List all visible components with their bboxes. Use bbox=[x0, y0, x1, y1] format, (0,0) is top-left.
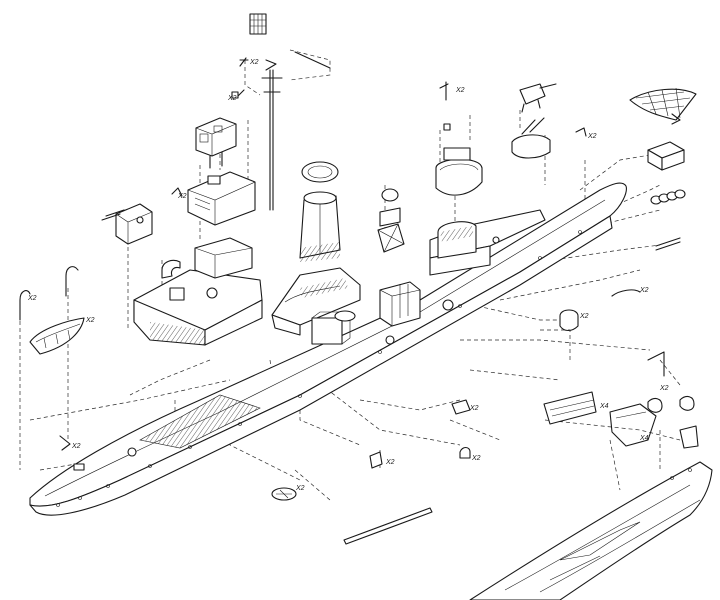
callout-label: X2 bbox=[27, 295, 37, 302]
callout-label: X2 bbox=[177, 193, 187, 200]
part-callouts: X2 X2 X2 X2 X2 X2 X2 X2 X2 X2 X4 X4 X2 X… bbox=[27, 59, 669, 492]
callout-label: X2 bbox=[227, 95, 237, 102]
callout-label: X2 bbox=[85, 317, 95, 324]
radar-antenna bbox=[629, 87, 697, 125]
fire-control-director bbox=[195, 117, 237, 169]
aft-superstructure bbox=[429, 147, 546, 276]
hull-bottom bbox=[469, 461, 713, 600]
deck-fittings bbox=[56, 230, 582, 507]
callout-label: X2 bbox=[587, 133, 597, 140]
callout-label: X2 bbox=[249, 59, 259, 66]
forward-gun-mount bbox=[101, 203, 153, 245]
callout-label: X2 bbox=[639, 287, 649, 294]
callout-label: X2 bbox=[469, 405, 479, 412]
aft-gun-mount bbox=[511, 83, 557, 159]
callout-label: X2 bbox=[385, 459, 395, 466]
callout-label: X2 bbox=[471, 455, 481, 462]
callout-label: X2 bbox=[659, 385, 669, 392]
ships-boat bbox=[29, 317, 85, 355]
midship-deckhouse bbox=[271, 267, 361, 345]
torpedo-tubes bbox=[543, 391, 597, 425]
small-loose-parts bbox=[59, 399, 471, 501]
assembly-leader-lines bbox=[19, 49, 681, 501]
callout-label: X2 bbox=[455, 87, 465, 94]
depth-charge-racks bbox=[647, 141, 686, 251]
callout-label: X2 bbox=[295, 485, 305, 492]
callout-label: X2 bbox=[579, 313, 589, 320]
callout-label: X2 bbox=[71, 443, 81, 450]
propellers bbox=[647, 351, 695, 413]
machinery-group bbox=[334, 188, 421, 327]
forward-superstructure bbox=[133, 237, 263, 346]
bridge-block bbox=[187, 171, 256, 226]
callout-label: X4 bbox=[599, 403, 609, 410]
boat-davits bbox=[19, 266, 79, 321]
funnel bbox=[299, 161, 341, 262]
mast bbox=[249, 13, 331, 211]
stern-fittings bbox=[609, 289, 699, 449]
keel-strip bbox=[343, 507, 433, 545]
callout-label: X4 bbox=[639, 435, 649, 442]
aa-guns bbox=[171, 57, 587, 332]
